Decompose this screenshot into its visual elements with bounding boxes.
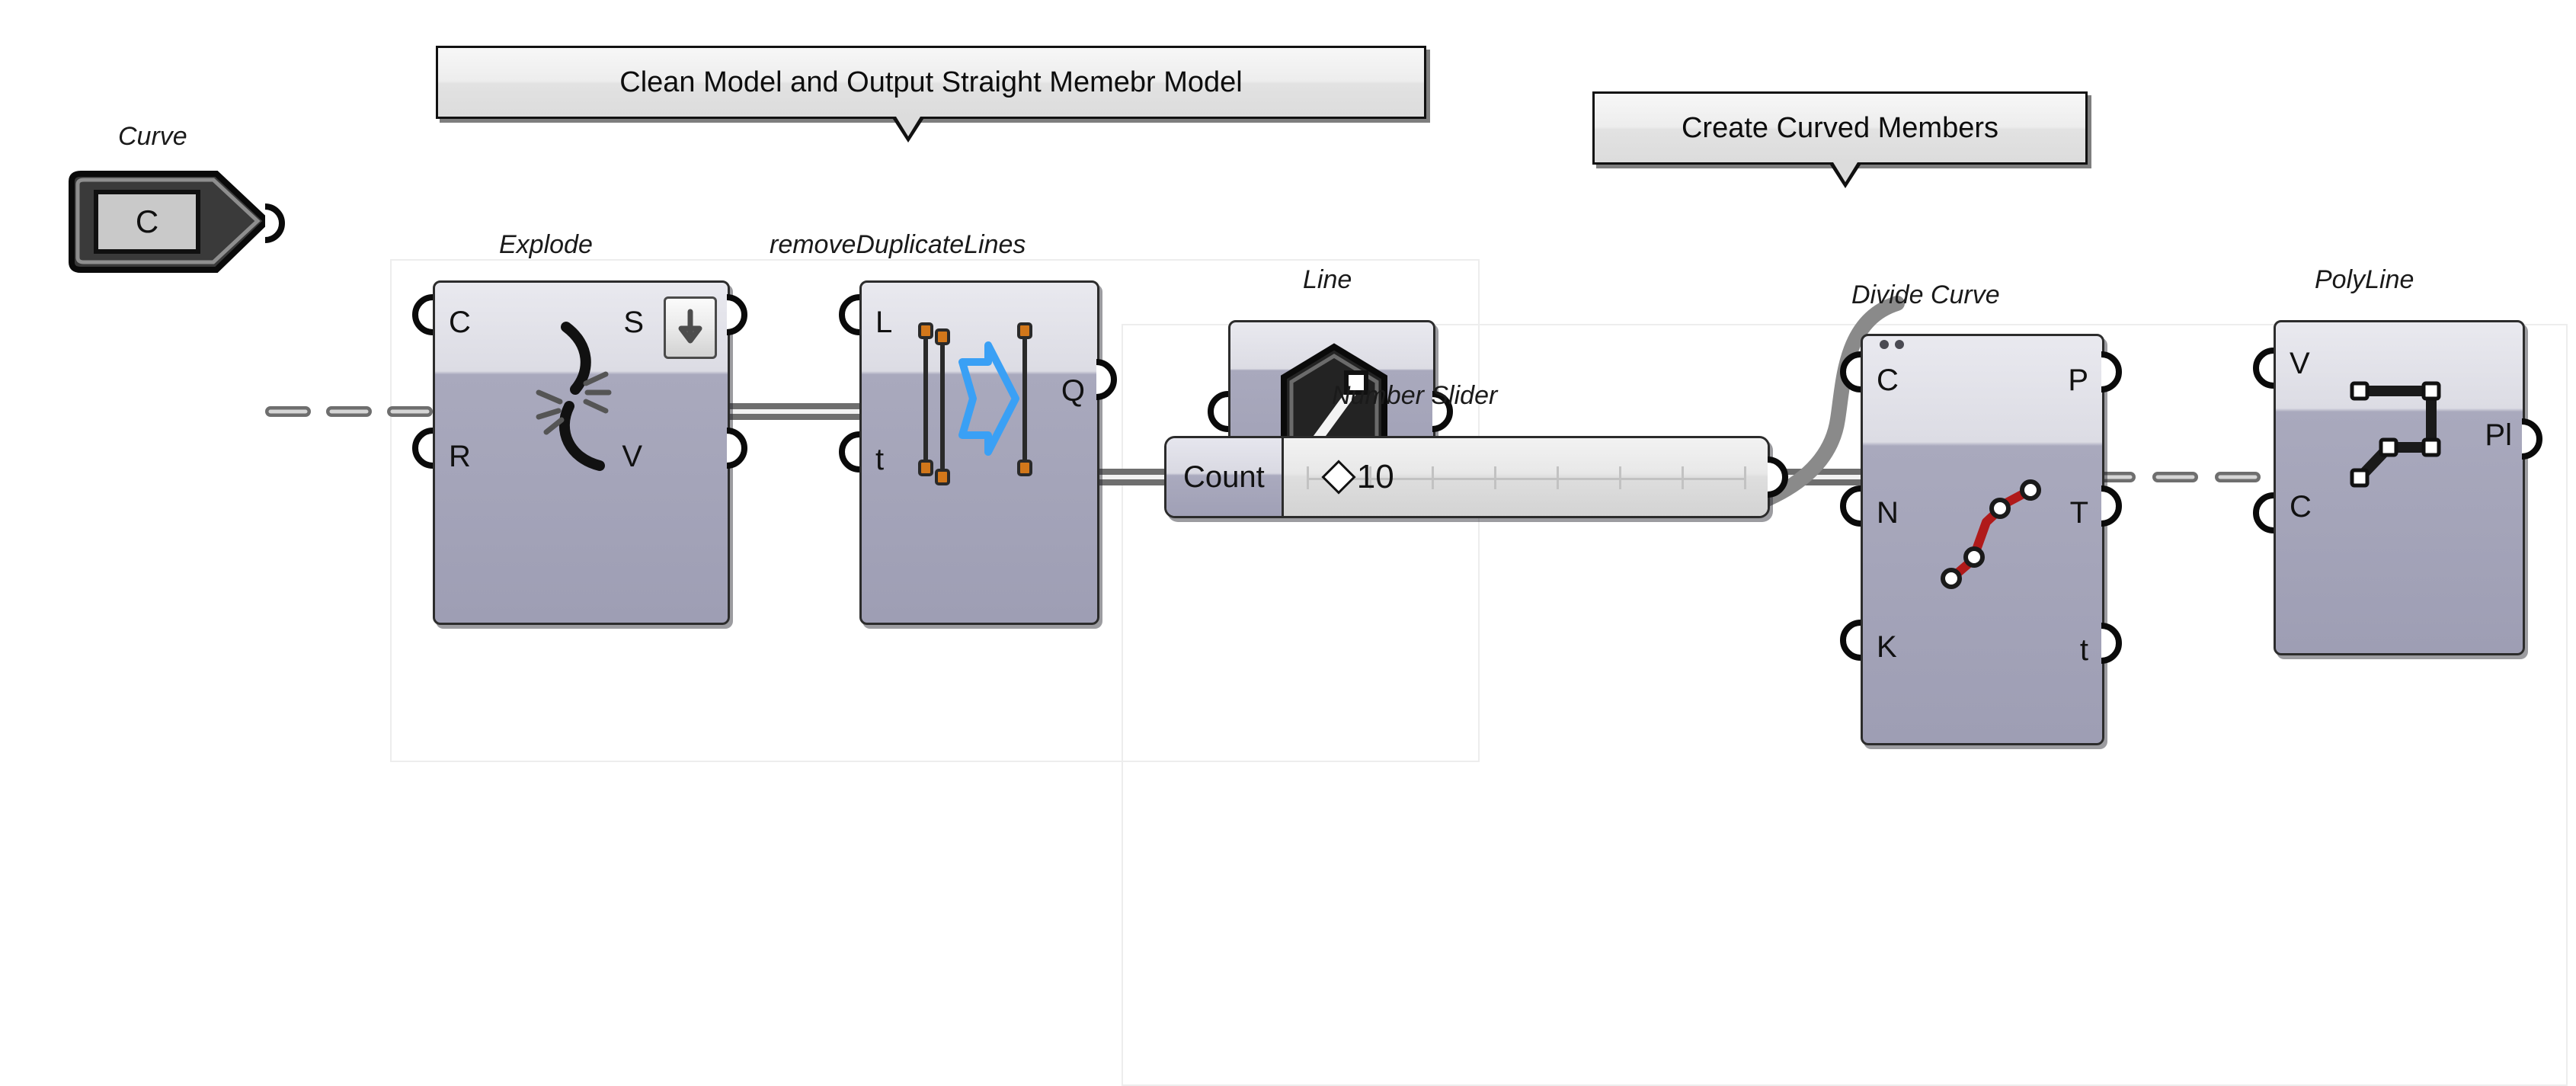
caption-divide-curve: Divide Curve — [1851, 280, 2000, 309]
curve-output-grip[interactable] — [262, 202, 293, 245]
group-label-clean-model-tail — [891, 117, 925, 143]
rdl-output-q[interactable]: Q — [1061, 374, 1085, 408]
polyline-input-v-grip[interactable] — [2251, 347, 2278, 389]
node-number-slider[interactable]: Count 10 — [1164, 436, 1770, 518]
node-explode[interactable]: C R S V — [433, 280, 730, 625]
rdl-input-l-grip[interactable] — [837, 293, 864, 335]
wire-curve-to-explode — [265, 396, 438, 427]
explode-output-s[interactable]: S — [623, 306, 644, 339]
polyline-input-v[interactable]: V — [2290, 347, 2310, 380]
divide-curve-output-t-tangent-grip[interactable] — [2098, 485, 2126, 527]
zoom-in-button[interactable] — [664, 296, 717, 359]
divide-curve-input-k-grip[interactable] — [1838, 619, 1865, 661]
divide-curve-output-t-param-grip[interactable] — [2098, 622, 2126, 664]
group-label-curved-members[interactable]: Create Curved Members — [1592, 91, 2088, 165]
number-slider-output-grip[interactable] — [1765, 456, 1792, 498]
number-slider-ticks — [1306, 466, 1746, 489]
caption-remove-duplicate-lines: removeDuplicateLines — [770, 230, 1026, 259]
divide-curve-input-k[interactable]: K — [1877, 630, 1897, 664]
divide-curve-input-c[interactable]: C — [1877, 364, 1899, 397]
polyline-output-pl[interactable]: Pl — [2485, 418, 2512, 452]
line-output-grip[interactable] — [1429, 390, 1457, 432]
explode-icon — [526, 316, 641, 492]
divide-curve-input-n[interactable]: N — [1877, 496, 1899, 530]
divide-curve-input-n-grip[interactable] — [1838, 485, 1865, 527]
curve-param-label: C — [135, 203, 159, 239]
node-polyline[interactable]: V C Pl — [2274, 320, 2525, 655]
node-divide-curve[interactable]: C N K P T t — [1861, 334, 2104, 745]
explode-output-s-grip[interactable] — [724, 293, 751, 335]
polyline-icon — [2341, 364, 2463, 501]
group-label-curved-members-tail — [1829, 162, 1862, 188]
wire-dividecurve-to-polyline — [2090, 461, 2286, 493]
explode-input-c[interactable]: C — [449, 306, 471, 339]
caption-polyline: PolyLine — [2315, 265, 2414, 294]
divide-curve-state-dots — [1878, 339, 1913, 350]
rdl-input-t[interactable]: t — [875, 443, 885, 476]
caption-number-slider: Number Slider — [1332, 381, 1498, 410]
caption-explode: Explode — [499, 230, 593, 259]
node-curve[interactable]: C — [67, 169, 284, 276]
group-label-clean-model-text: Clean Model and Output Straight Memebr M… — [619, 66, 1243, 98]
number-slider-value[interactable]: 10 — [1356, 458, 1394, 495]
divide-curve-output-p-grip[interactable] — [2098, 351, 2126, 392]
caption-line: Line — [1303, 265, 1352, 294]
wire-slider-to-dividecurve — [1746, 296, 1905, 526]
explode-input-r-grip[interactable] — [410, 427, 437, 469]
divide-curve-output-t-param[interactable]: t — [2079, 633, 2088, 667]
rdl-output-q-grip[interactable] — [1093, 358, 1121, 400]
explode-output-v[interactable]: V — [622, 440, 642, 473]
node-remove-duplicate-lines[interactable]: L t Q — [859, 280, 1099, 625]
grasshopper-canvas: Curve C Clean Model and Output Straight … — [67, 46, 2568, 1086]
polyline-input-c[interactable]: C — [2290, 490, 2312, 524]
wire-explode-to-removeduplicatelines — [715, 390, 867, 433]
divide-curve-output-t-tangent[interactable]: T — [2069, 496, 2088, 530]
remove-duplicate-lines-icon — [909, 315, 1069, 505]
rdl-input-t-grip[interactable] — [837, 431, 864, 473]
number-slider-track[interactable]: 10 — [1283, 438, 1768, 516]
group-label-curved-members-text: Create Curved Members — [1681, 112, 1999, 144]
polyline-input-c-grip[interactable] — [2251, 492, 2278, 533]
number-slider-name-label[interactable]: Count — [1166, 438, 1284, 516]
divide-curve-output-p[interactable]: P — [2068, 364, 2088, 397]
explode-output-v-grip[interactable] — [724, 427, 751, 469]
rdl-input-l[interactable]: L — [875, 306, 893, 339]
explode-input-c-grip[interactable] — [410, 293, 437, 335]
explode-input-r[interactable]: R — [449, 440, 471, 473]
polyline-output-pl-grip[interactable] — [2519, 418, 2546, 460]
line-input-grip[interactable] — [1205, 390, 1233, 432]
divide-curve-input-c-grip[interactable] — [1838, 351, 1865, 392]
group-label-clean-model[interactable]: Clean Model and Output Straight Memebr M… — [436, 46, 1426, 119]
caption-curve: Curve — [118, 122, 187, 151]
divide-curve-icon — [1936, 472, 2050, 594]
